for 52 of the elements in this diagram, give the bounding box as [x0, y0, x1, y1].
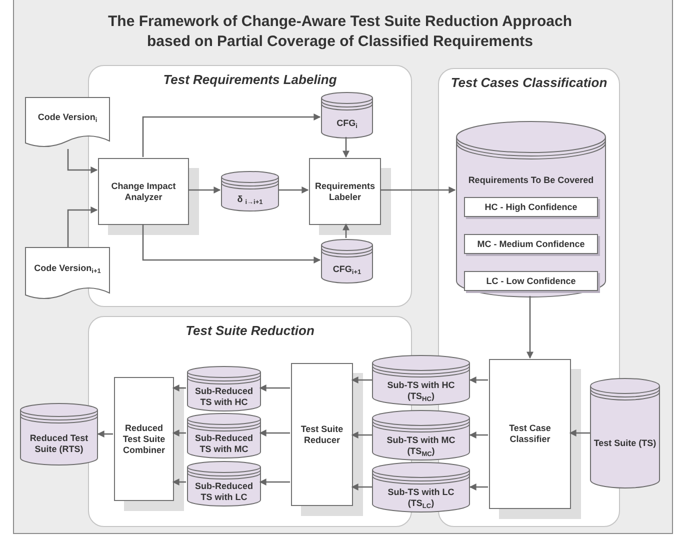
node-label: δ $_{i→i+1}$ — [237, 194, 263, 205]
arrow — [569, 430, 590, 436]
node-label: Sub-Reduced TS with HC — [194, 386, 254, 408]
category-box — [464, 271, 598, 291]
arrow — [97, 430, 113, 438]
arrow — [469, 432, 488, 438]
arrow — [172, 384, 186, 392]
arrow — [142, 224, 321, 264]
category-box — [464, 197, 598, 217]
node-label: LC - Low Confidence — [486, 276, 576, 286]
arrow — [259, 384, 290, 392]
arrow — [67, 206, 98, 247]
arrow — [342, 223, 350, 238]
node-label: Requirements To Be Covered — [468, 175, 594, 186]
arrow — [278, 186, 309, 194]
arrow — [380, 186, 456, 194]
panel-heading: Test Suite Reduction — [184, 323, 316, 338]
diagram-title: The Framework of Change-Aware Test Suite Reduction Approach based on Partial Coverage of Classified Requirements — [107, 12, 573, 52]
arrow — [259, 478, 290, 486]
panel-heading: Test Requirements Labeling — [162, 72, 338, 87]
category-box — [464, 234, 598, 254]
node-label: Code Version$_{i+1}$ — [34, 262, 101, 274]
node-label: Code Version$_{i}$ — [38, 112, 98, 122]
node-label: HC - High Confidence — [484, 202, 578, 212]
arrow — [67, 149, 98, 174]
arrow — [469, 484, 488, 490]
node-label: Change Impact Analyzer — [110, 180, 177, 202]
node-label: Test Suite (TS) — [594, 438, 656, 449]
arrow — [469, 376, 488, 384]
node-label: Sub-Reduced TS with MC — [194, 433, 254, 455]
arrow — [259, 430, 290, 436]
node-label: MC - Medium Confidence — [477, 238, 585, 250]
node-label: Reduced Test Suite (RTS) — [28, 432, 90, 454]
node-label: Sub-TS with LC (TS$_{LC}$) — [386, 486, 456, 508]
arrow — [342, 137, 350, 158]
arrow — [188, 186, 221, 194]
arrow — [351, 484, 372, 490]
node-label: Sub-TS with HC (TS$_{HC}$) — [386, 380, 456, 402]
node-label: CFG$_{i+1}$ — [332, 264, 362, 275]
panel-heading: Test Cases Classification — [450, 75, 608, 90]
node-label: Reduced Test Suite Combiner — [122, 422, 166, 456]
node-label: Requirements Labeler — [314, 180, 376, 202]
node-label: Test Suite Reducer — [300, 424, 344, 446]
arrow — [142, 114, 321, 157]
arrow — [351, 376, 372, 384]
arrow — [172, 478, 186, 486]
node-label: Sub-TS with MC (TS$_{MC}$) — [386, 434, 456, 456]
node-label: Test Case Classifier — [508, 423, 552, 445]
node-label: Sub-Reduced TS with LC — [194, 481, 254, 503]
arrow — [351, 432, 372, 438]
node-label: CFG$_{i}$ — [336, 118, 358, 129]
arrow — [172, 430, 186, 436]
